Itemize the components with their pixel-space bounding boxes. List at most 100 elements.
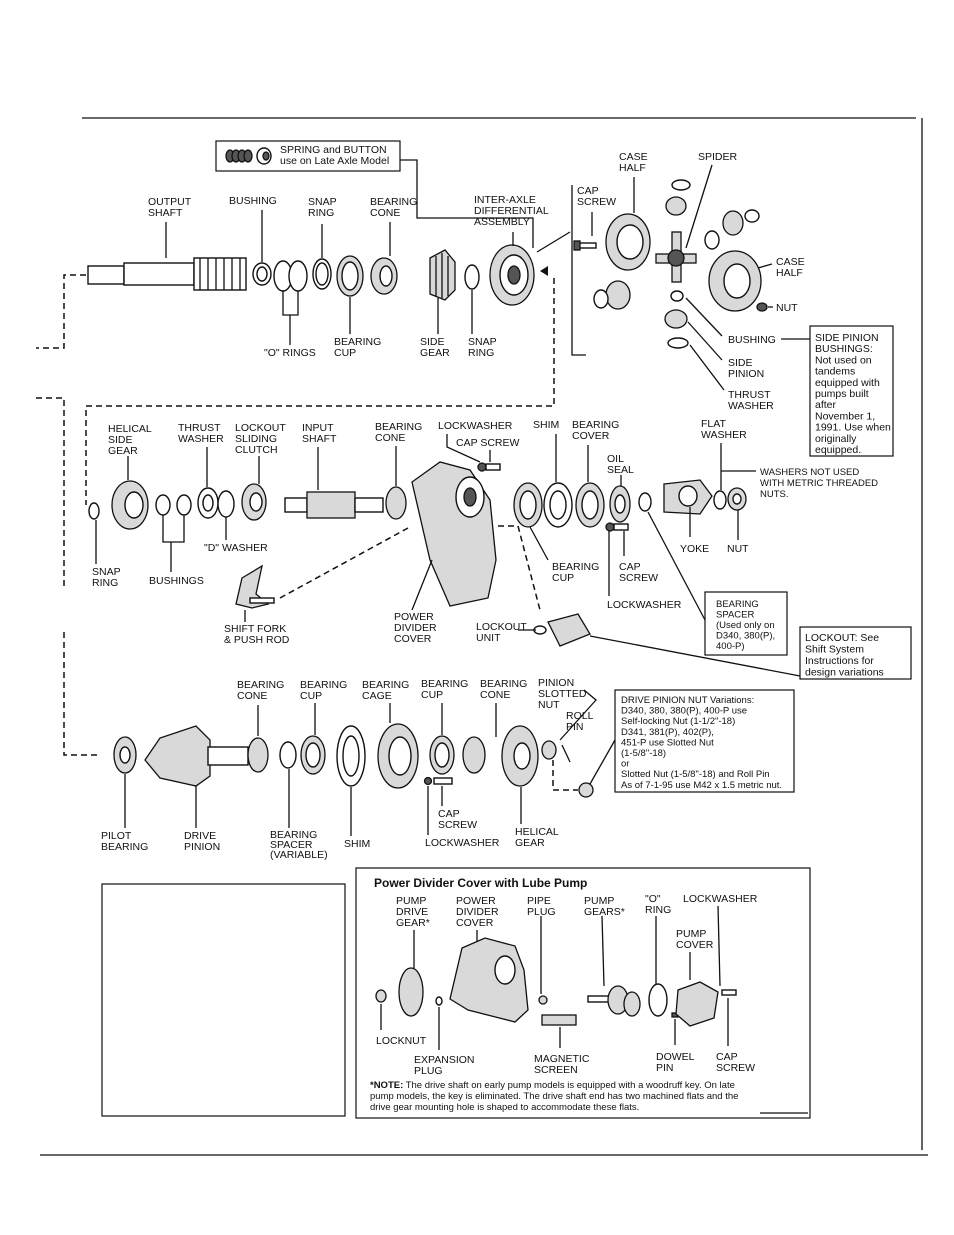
label-line: CAP [438, 808, 460, 820]
lockout-sliding-clutch [241, 483, 267, 521]
nut-diff [756, 302, 768, 312]
leader-thrust-washer-diff [689, 344, 725, 391]
label-line: SHAFT [148, 207, 183, 219]
label-line: CONE [237, 690, 267, 702]
label-line: SIDE PINION [815, 332, 879, 344]
label-line: PLUG [414, 1065, 443, 1077]
side-gear-diff [704, 209, 760, 250]
bearing-cone-bot [247, 737, 269, 773]
cap-screw-diff [573, 240, 597, 251]
nut-path [552, 760, 578, 791]
thrust-washer-top [671, 179, 691, 191]
label-line: SIDE [108, 434, 133, 446]
label-line: EXPANSION [414, 1054, 475, 1066]
pilot-bearing [113, 736, 137, 774]
label-line: & PUSH ROD [224, 634, 290, 646]
left-path [36, 397, 65, 590]
pump-cover-part [675, 981, 719, 1027]
label-line: Not used on [815, 354, 872, 366]
label-line: BEARING [572, 419, 619, 431]
inter-axle-differential [489, 244, 535, 306]
label-line: CUP [421, 689, 443, 701]
d-washer [217, 490, 235, 518]
label-line: after [815, 399, 837, 411]
label-line: BUSHING [229, 195, 277, 207]
label-line: BEARING [716, 599, 759, 610]
label-line: PINION [538, 677, 574, 689]
label-line: CUP [552, 572, 574, 584]
label-line: RING [308, 207, 334, 219]
nut-mid [727, 487, 747, 511]
label-line: RING [92, 577, 118, 589]
label-line: ASSEMBLY [474, 216, 530, 228]
label-line: SCREW [577, 196, 616, 208]
label-line: CAP [716, 1051, 738, 1063]
shift-fork-path [279, 527, 409, 599]
label-line: D340, 380(P), [716, 631, 775, 642]
label-line: POWER [456, 895, 496, 907]
leader-case-half-right [757, 263, 773, 269]
label-line: BEARING [334, 336, 381, 348]
side-pinion-diff [664, 309, 688, 329]
label-line: COVER [676, 939, 714, 951]
label-line: SCREW [438, 819, 477, 831]
oil-seal [609, 485, 631, 523]
drive-pinion-nut-box [614, 689, 795, 793]
label-line: CUP [300, 690, 322, 702]
label-line: tandems [815, 366, 855, 378]
bushings-bracket [162, 515, 185, 543]
pump-drive-gear-part [398, 967, 424, 1017]
label-line: RING [468, 347, 494, 359]
label-line: November 1, [815, 410, 875, 422]
pinion-path [63, 632, 100, 756]
label-line: LOCKWASHER [607, 599, 682, 611]
leader-lockwasher [717, 905, 721, 987]
pump-note-line-2: pump models, the key is eliminated. The … [370, 1091, 738, 1102]
label-bushing-top: BUSHING [229, 195, 277, 207]
label-shift-fork: SHIFT FORK& PUSH ROD [224, 623, 290, 646]
label-line: NUTS. [760, 489, 789, 500]
label-line: PIN [656, 1062, 674, 1074]
label-line: YOKE [680, 543, 709, 555]
label-line: "O" RINGS [264, 347, 316, 359]
label-line: DRIVE [396, 906, 428, 918]
yoke [663, 479, 713, 515]
lockout-path [498, 525, 541, 611]
label-line: HALF [619, 162, 646, 174]
label-line: LOCKOUT [476, 621, 527, 633]
label-line: COVER [456, 917, 494, 929]
side-pinion-top [665, 196, 687, 216]
label-line: CONE [375, 432, 405, 444]
label-line: SNAP [308, 196, 337, 208]
label-line: SHAFT [302, 433, 337, 445]
helical-gear [501, 725, 539, 787]
label-line: SPRING and BUTTON [280, 144, 387, 156]
label-line: CASE [776, 256, 805, 268]
snap-ring-top-2 [464, 264, 480, 290]
label-line: CAGE [362, 690, 392, 702]
label-line: SLIDING [235, 433, 277, 445]
bearing-cone-mid [385, 486, 407, 520]
label-line: BUSHINGS: [815, 343, 873, 355]
lockout-note-box [799, 626, 912, 680]
power-divider-cover-pump [449, 937, 529, 1023]
label-line: GEARS* [584, 906, 625, 918]
label-line: pumps built [815, 388, 869, 400]
output-shaft [87, 257, 247, 291]
bearing-cup-top [336, 255, 364, 297]
lockout-leader [589, 635, 801, 677]
